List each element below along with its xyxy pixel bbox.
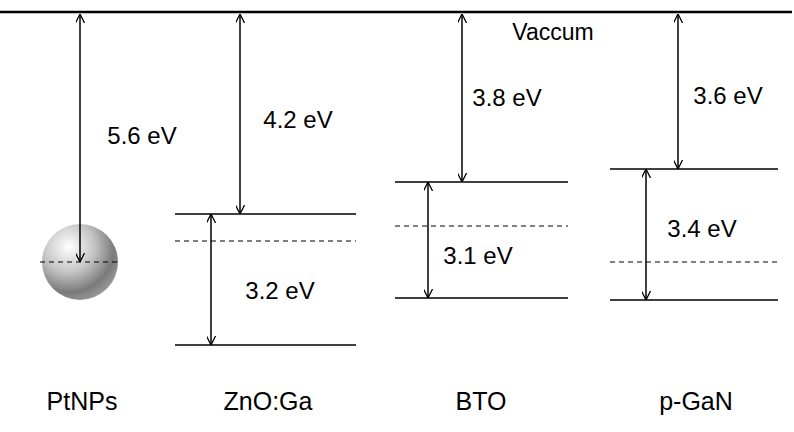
- fermi-level: [395, 225, 568, 226]
- gap-arrow: [427, 182, 429, 298]
- conduction-band: [610, 168, 778, 170]
- vacuum-label: Vaccum: [512, 20, 593, 45]
- conduction-band: [395, 181, 568, 183]
- vacuum-level: [0, 11, 792, 14]
- gap-arrow: [210, 214, 212, 345]
- gap-arrow: [645, 169, 647, 300]
- valence-band: [175, 344, 356, 346]
- material-name: ZnO:Ga: [224, 388, 313, 416]
- energy-value: 3.4 eV: [667, 216, 736, 242]
- material-name: BTO: [456, 388, 507, 416]
- energy-value: 5.6 eV: [107, 123, 176, 149]
- energy-value: 3.8 eV: [472, 85, 541, 111]
- valence-band: [395, 297, 568, 299]
- fermi-level: [175, 240, 356, 241]
- energy-value: 4.2 eV: [263, 107, 332, 133]
- energy-value: 3.6 eV: [693, 83, 762, 109]
- energy-arrow: [461, 14, 463, 182]
- material-name: p-GaN: [659, 388, 733, 416]
- energy-value: 3.1 eV: [443, 243, 512, 269]
- energy-arrow: [79, 14, 81, 262]
- fermi-level: [610, 261, 778, 262]
- conduction-band: [175, 213, 356, 215]
- energy-value: 3.2 eV: [245, 278, 314, 304]
- energy-arrow: [677, 14, 679, 169]
- energy-arrow: [239, 14, 241, 214]
- valence-band: [610, 299, 778, 301]
- material-name: PtNPs: [47, 388, 118, 416]
